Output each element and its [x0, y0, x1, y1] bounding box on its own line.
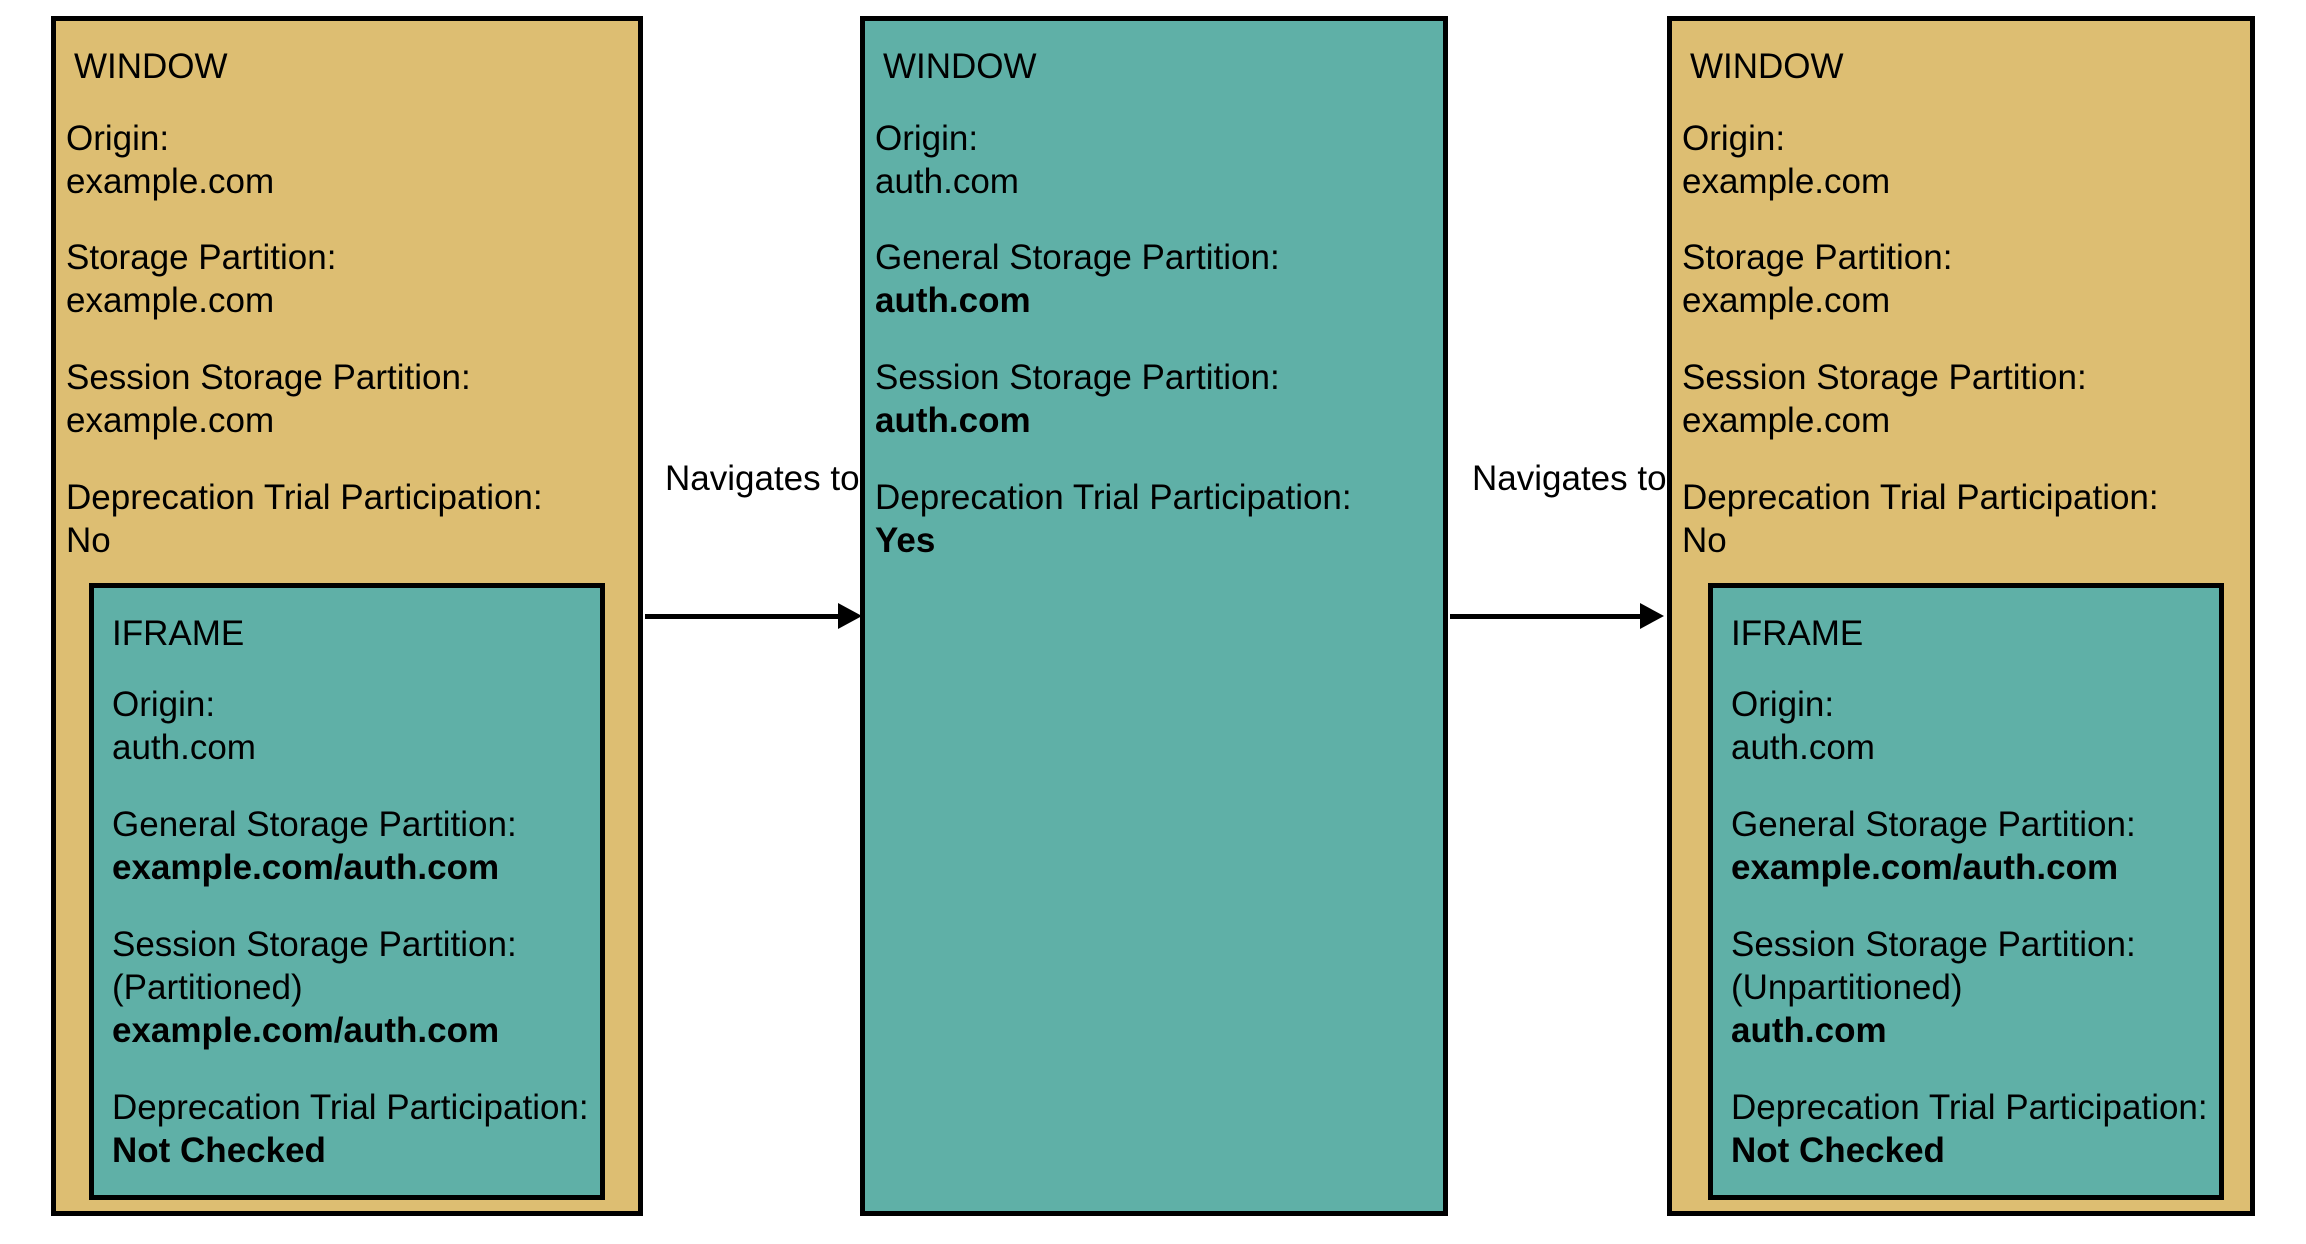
- arrow-1-head-icon: [838, 603, 862, 629]
- panel-1-heading: WINDOW: [74, 47, 228, 86]
- panel-1-field-deprecation-trial-value: No: [66, 521, 111, 560]
- panel-3-field-storage-partition: Storage Partition: example.com: [1682, 236, 1952, 322]
- arrow-1-line: [645, 614, 853, 619]
- panel-1-iframe-field-general-storage-partition-value: example.com/auth.com: [112, 848, 500, 887]
- panel-3-field-session-storage-partition: Session Storage Partition: example.com: [1682, 356, 2087, 442]
- panel-3-field-origin-label: Origin:: [1682, 119, 1786, 158]
- panel-3-iframe-field-deprecation-trial: Deprecation Trial Participation: Not Che…: [1731, 1086, 2208, 1172]
- panel-1-field-origin-value: example.com: [66, 162, 275, 201]
- panel-1-iframe-field-session-storage-partition-sublabel: (Partitioned): [112, 968, 303, 1007]
- panel-3-iframe-field-origin: Origin: auth.com: [1731, 683, 1875, 769]
- panel-2-field-session-storage-partition-value: auth.com: [875, 401, 1031, 440]
- panel-3-iframe-field-origin-label: Origin:: [1731, 685, 1835, 724]
- panel-3-field-deprecation-trial: Deprecation Trial Participation: No: [1682, 476, 2159, 562]
- panel-1-field-origin-label: Origin:: [66, 119, 170, 158]
- panel-2-field-general-storage-partition: General Storage Partition: auth.com: [875, 236, 1280, 322]
- panel-1-field-storage-partition-value: example.com: [66, 281, 275, 320]
- panel-3-iframe-field-general-storage-partition-label: General Storage Partition:: [1731, 805, 2136, 844]
- panel-2-field-general-storage-partition-label: General Storage Partition:: [875, 238, 1280, 277]
- arrow-2-head-icon: [1640, 603, 1664, 629]
- panel-2-field-deprecation-trial-label: Deprecation Trial Participation:: [875, 478, 1352, 517]
- panel-1-field-session-storage-partition-label: Session Storage Partition:: [66, 358, 471, 397]
- panel-3-field-deprecation-trial-label: Deprecation Trial Participation:: [1682, 478, 2159, 517]
- panel-3-iframe-field-session-storage-partition-sublabel: (Unpartitioned): [1731, 968, 1963, 1007]
- panel-1-field-session-storage-partition-value: example.com: [66, 401, 275, 440]
- panel-2-field-general-storage-partition-value: auth.com: [875, 281, 1031, 320]
- panel-3-iframe-field-session-storage-partition-value: auth.com: [1731, 1011, 1887, 1050]
- panel-2-field-deprecation-trial: Deprecation Trial Participation: Yes: [875, 476, 1352, 562]
- panel-1-field-deprecation-trial-label: Deprecation Trial Participation:: [66, 478, 543, 517]
- panel-2-field-session-storage-partition-label: Session Storage Partition:: [875, 358, 1280, 397]
- window-panel-1: WINDOW Origin: example.com Storage Parti…: [51, 16, 643, 1216]
- panel-1-iframe-field-general-storage-partition: General Storage Partition: example.com/a…: [112, 803, 517, 889]
- panel-1-field-deprecation-trial: Deprecation Trial Participation: No: [66, 476, 543, 562]
- window-panel-2: WINDOW Origin: auth.com General Storage …: [860, 16, 1448, 1216]
- panel-3-field-session-storage-partition-value: example.com: [1682, 401, 1891, 440]
- panel-2-field-session-storage-partition: Session Storage Partition: auth.com: [875, 356, 1280, 442]
- panel-3-iframe-field-session-storage-partition: Session Storage Partition: (Unpartitione…: [1731, 923, 2136, 1052]
- panel-3-iframe-field-deprecation-trial-label: Deprecation Trial Participation:: [1731, 1088, 2208, 1127]
- panel-3-iframe-field-deprecation-trial-value: Not Checked: [1731, 1131, 1945, 1170]
- panel-3-iframe-field-session-storage-partition-label: Session Storage Partition:: [1731, 925, 2136, 964]
- panel-1-iframe-field-origin: Origin: auth.com: [112, 683, 256, 769]
- panel-3-field-session-storage-partition-label: Session Storage Partition:: [1682, 358, 2087, 397]
- panel-1-iframe-field-deprecation-trial: Deprecation Trial Participation: Not Che…: [112, 1086, 589, 1172]
- panel-1-iframe-field-deprecation-trial-label: Deprecation Trial Participation:: [112, 1088, 589, 1127]
- arrow-2-line: [1450, 614, 1646, 619]
- panel-3-iframe-box: IFRAME Origin: auth.com General Storage …: [1708, 583, 2224, 1200]
- panel-1-field-storage-partition: Storage Partition: example.com: [66, 236, 336, 322]
- panel-1-field-origin: Origin: example.com: [66, 117, 274, 203]
- panel-3-field-storage-partition-label: Storage Partition:: [1682, 238, 1953, 277]
- panel-3-field-origin-value: example.com: [1682, 162, 1891, 201]
- panel-3-iframe-field-origin-value: auth.com: [1731, 728, 1875, 767]
- panel-3-iframe-field-general-storage-partition: General Storage Partition: example.com/a…: [1731, 803, 2136, 889]
- window-panel-3: WINDOW Origin: example.com Storage Parti…: [1667, 16, 2255, 1216]
- panel-1-iframe-field-session-storage-partition: Session Storage Partition: (Partitioned)…: [112, 923, 517, 1052]
- panel-1-iframe-box: IFRAME Origin: auth.com General Storage …: [89, 583, 605, 1200]
- panel-1-iframe-heading: IFRAME: [112, 614, 245, 653]
- panel-3-field-origin: Origin: example.com: [1682, 117, 1890, 203]
- panel-3-field-deprecation-trial-value: No: [1682, 521, 1727, 560]
- panel-2-field-deprecation-trial-value: Yes: [875, 521, 936, 560]
- panel-1-field-session-storage-partition: Session Storage Partition: example.com: [66, 356, 471, 442]
- panel-1-iframe-field-session-storage-partition-value: example.com/auth.com: [112, 1011, 500, 1050]
- panel-2-field-origin: Origin: auth.com: [875, 117, 1019, 203]
- panel-2-heading: WINDOW: [883, 47, 1037, 86]
- panel-3-iframe-field-general-storage-partition-value: example.com/auth.com: [1731, 848, 2119, 887]
- panel-1-iframe-field-session-storage-partition-label: Session Storage Partition:: [112, 925, 517, 964]
- panel-1-iframe-field-general-storage-partition-label: General Storage Partition:: [112, 805, 517, 844]
- panel-2-field-origin-value: auth.com: [875, 162, 1019, 201]
- arrow-1-label: Navigates to: [665, 459, 860, 498]
- panel-3-iframe-heading: IFRAME: [1731, 614, 1864, 653]
- panel-1-iframe-field-deprecation-trial-value: Not Checked: [112, 1131, 326, 1170]
- panel-1-iframe-field-origin-value: auth.com: [112, 728, 256, 767]
- panel-3-heading: WINDOW: [1690, 47, 1844, 86]
- panel-3-field-storage-partition-value: example.com: [1682, 281, 1891, 320]
- panel-1-iframe-field-origin-label: Origin:: [112, 685, 216, 724]
- panel-2-field-origin-label: Origin:: [875, 119, 979, 158]
- arrow-2-label: Navigates to: [1472, 459, 1667, 498]
- panel-1-field-storage-partition-label: Storage Partition:: [66, 238, 337, 277]
